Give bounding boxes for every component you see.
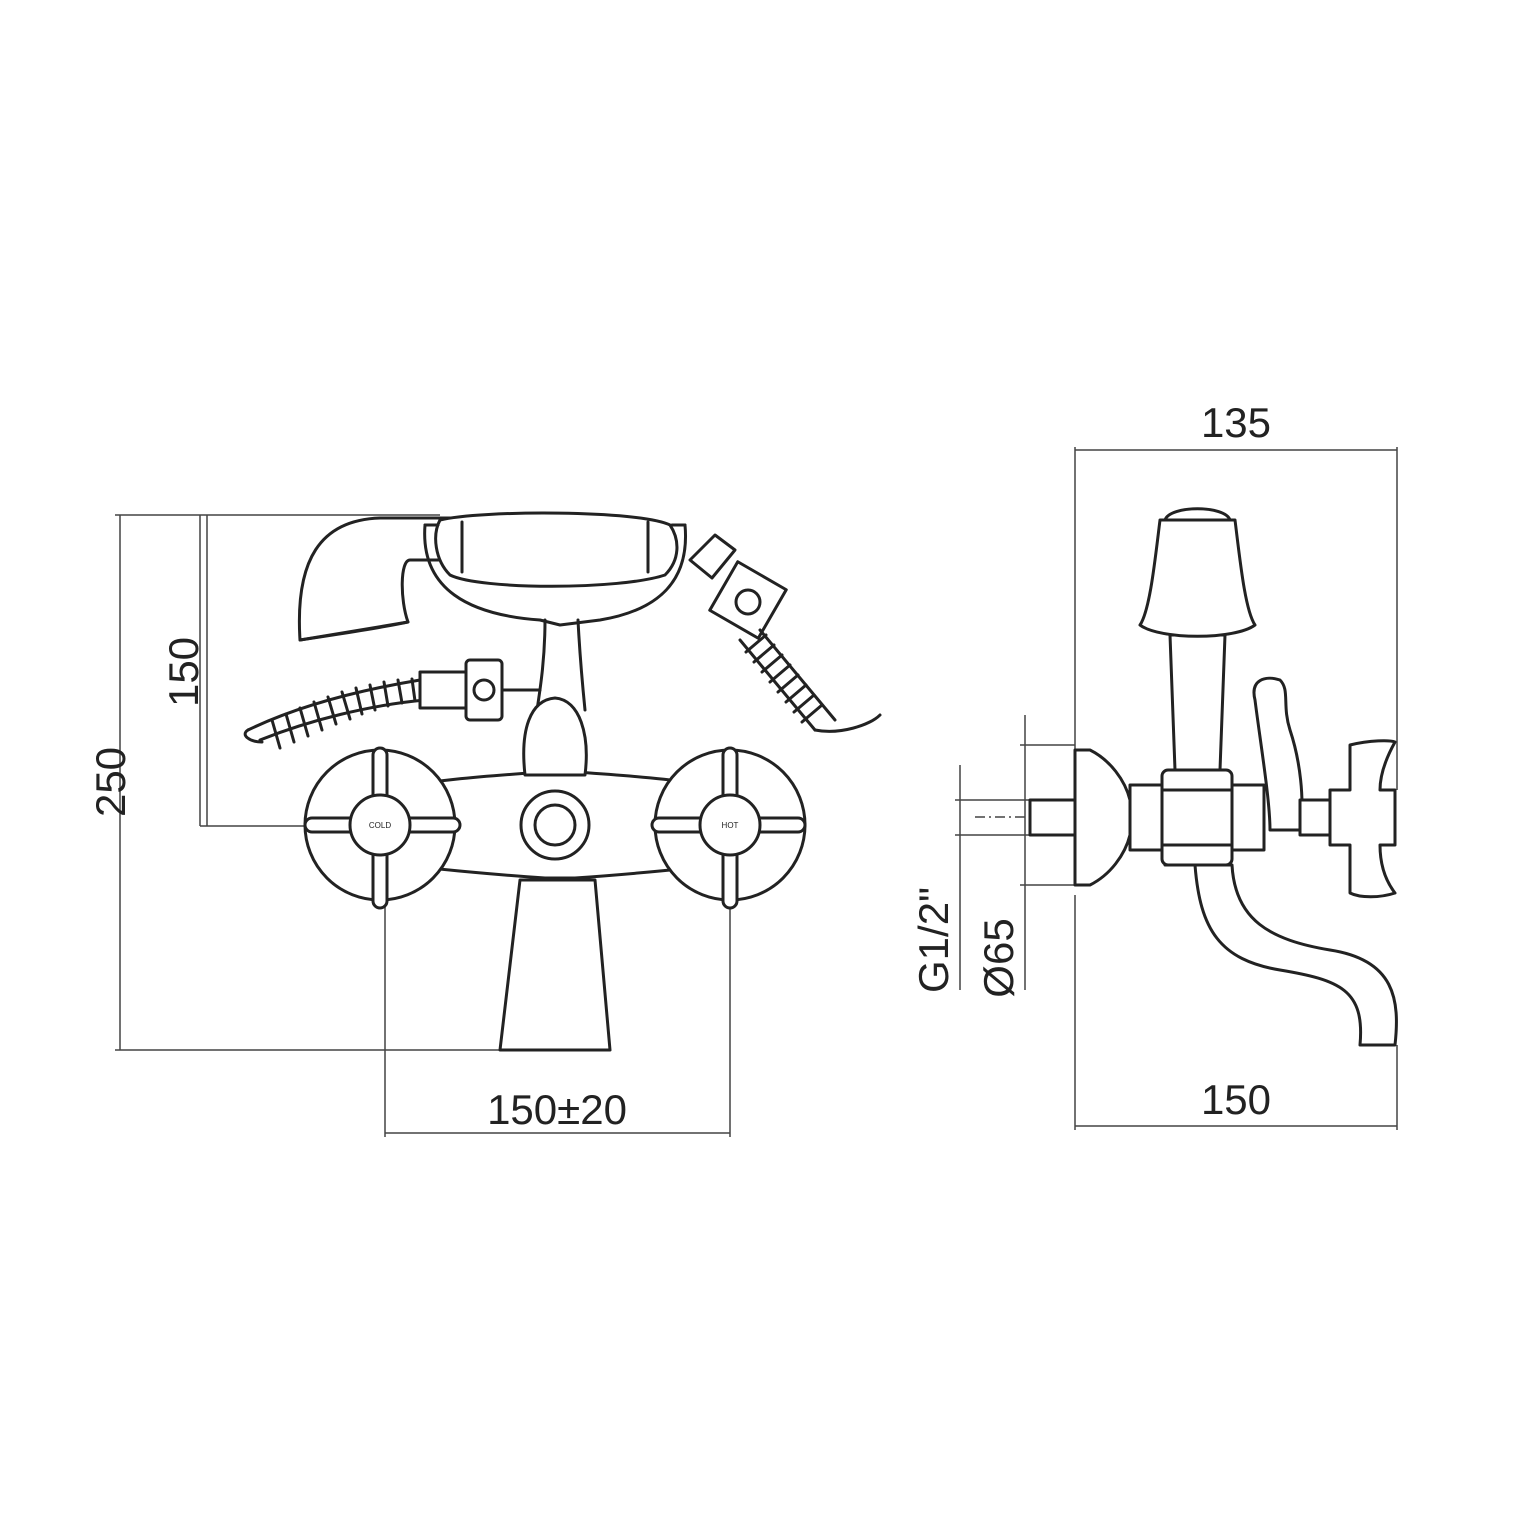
side-lever [1252, 676, 1304, 832]
hot-valve: HOT [650, 746, 807, 910]
dimension-150-horizontal: 150 [1074, 895, 1398, 1130]
handshower [297, 511, 688, 712]
dimension-135: 135 [1074, 399, 1398, 790]
mixer-body [358, 696, 757, 1052]
dim-label-150-vertical: 150 [160, 637, 207, 707]
cold-valve: COLD [303, 746, 462, 910]
wall-connector [1028, 748, 1266, 887]
dim-label-diameter: Ø65 [975, 918, 1022, 997]
dim-label-250: 250 [87, 747, 134, 817]
dimension-diameter: Ø65 [975, 715, 1075, 998]
dimension-250: 250 [87, 514, 500, 1051]
hose-connector [464, 658, 542, 722]
hot-label: HOT [722, 821, 739, 830]
left-hose [243, 670, 470, 750]
dim-label-150-20: 150±20 [487, 1086, 627, 1133]
side-column [1138, 507, 1257, 772]
side-spout [1163, 863, 1398, 1047]
cold-label: COLD [369, 821, 391, 830]
side-cross-handle [1298, 739, 1397, 899]
dim-label-thread: G1/2" [910, 887, 957, 993]
dimension-150-20: 150±20 [384, 900, 731, 1137]
side-view: 135 150 Ø65 G1/2" [910, 399, 1398, 1130]
dimension-150-vertical: 150 [160, 515, 305, 827]
dim-label-135: 135 [1201, 399, 1271, 446]
right-hose [688, 533, 882, 733]
dimension-thread: G1/2" [910, 765, 1030, 993]
front-view: 250 150 150±20 [87, 511, 882, 1137]
dim-label-150-horizontal: 150 [1201, 1076, 1271, 1123]
